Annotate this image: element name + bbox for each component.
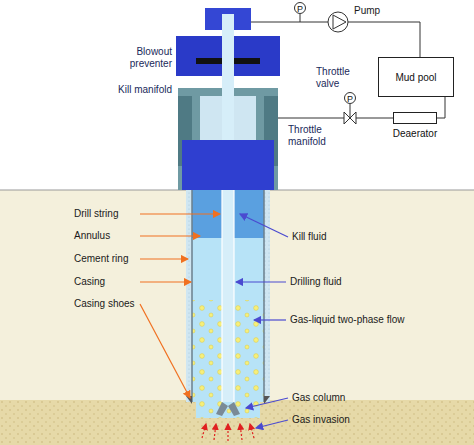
part-label: Cement ring — [74, 253, 138, 265]
pressure-gauge: P — [344, 92, 356, 104]
part-label: Kill manifold — [96, 84, 172, 96]
part-label: Gas column — [292, 392, 382, 404]
node-text: P — [295, 3, 305, 15]
pressure-gauge: P — [294, 2, 306, 14]
part-label: Casing shoes — [74, 298, 138, 310]
node-text: Mud pool — [395, 72, 436, 83]
part-label: Blowout preventer — [96, 46, 172, 70]
mud-pool-box: Mud pool — [378, 57, 454, 97]
deaerator-box: Deaerator — [393, 112, 437, 124]
part-label: Drilling fluid — [290, 276, 380, 288]
part-label: Kill fluid — [292, 231, 372, 243]
part-label: Casing — [74, 276, 138, 288]
pipe-connector — [437, 97, 445, 118]
node-text: Deaerator — [393, 128, 437, 140]
part-label: Drill string — [74, 208, 138, 220]
part-label: Gas-liquid two-phase flow — [290, 314, 440, 326]
part-label: Annulus — [74, 230, 138, 242]
part-label: Gas invasion — [292, 414, 382, 426]
part-label: Throttle manifold — [288, 124, 340, 148]
part-label: Throttle valve — [316, 66, 372, 90]
part-label: Pump — [354, 5, 394, 17]
node-text: P — [345, 93, 355, 105]
